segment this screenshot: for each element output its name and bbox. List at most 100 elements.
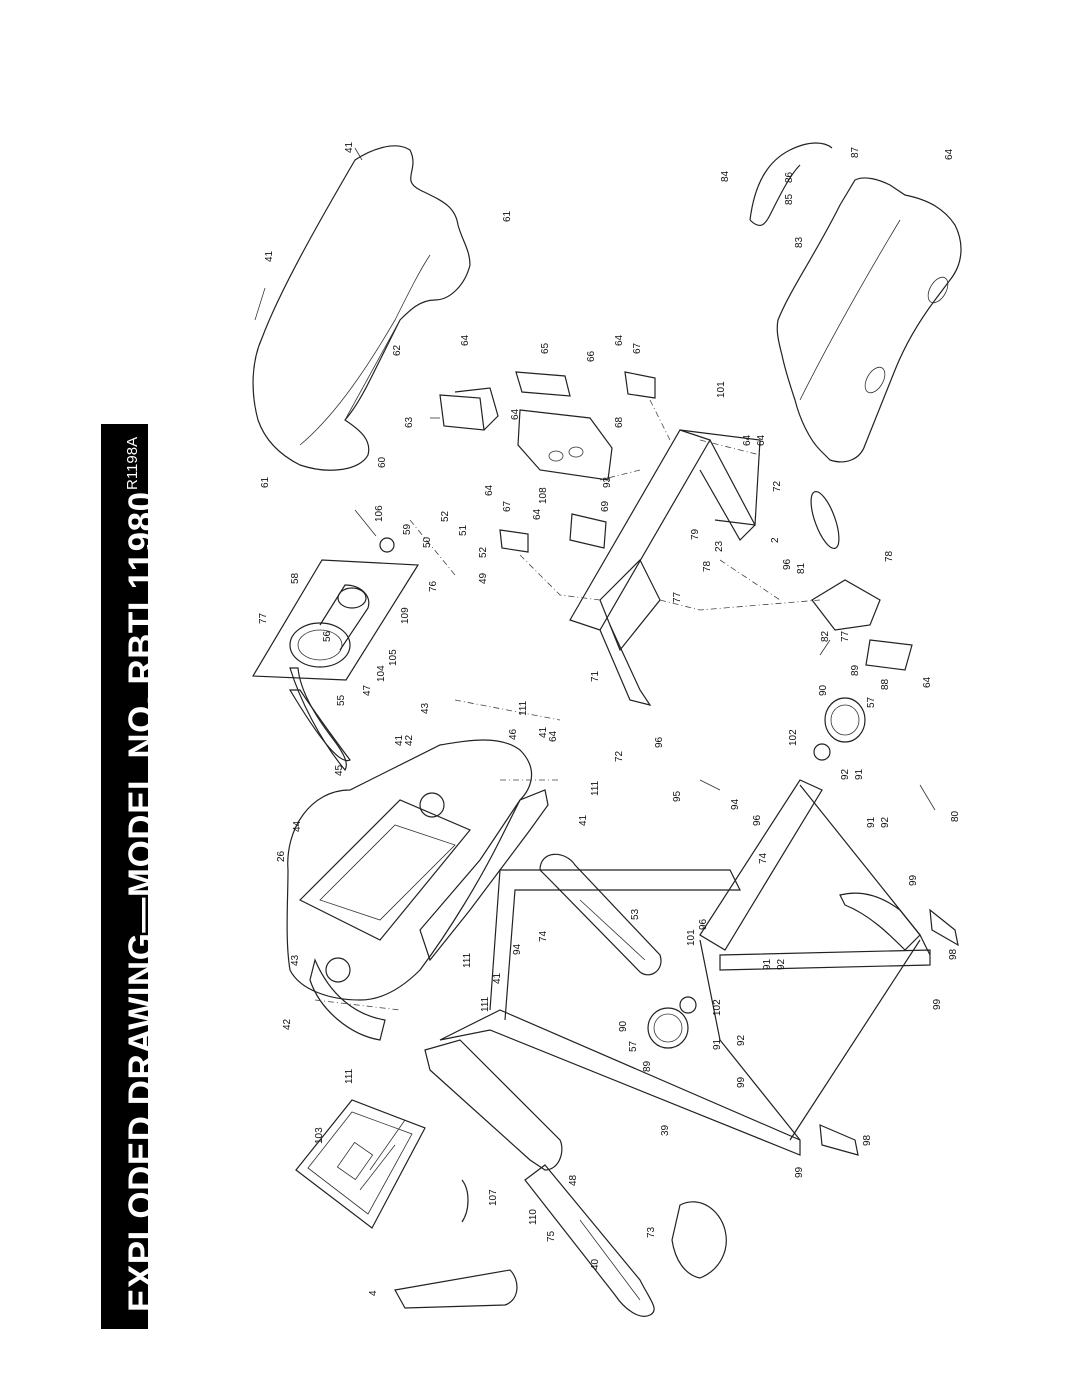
foot-rear	[929, 908, 959, 947]
front-roller-pulleys	[647, 697, 866, 1049]
part-callout: 59	[402, 523, 413, 535]
part-callout: 77	[840, 630, 851, 642]
part-callout: 101	[716, 381, 727, 398]
part-callout: 65	[540, 342, 551, 354]
part-callout: 48	[568, 1174, 579, 1186]
drive-belt	[289, 667, 347, 772]
part-callout: 94	[730, 798, 741, 810]
part-callout: 91	[712, 1038, 723, 1050]
part-callout: 90	[618, 1020, 629, 1032]
part-callout: 64	[510, 408, 521, 420]
part-callout: 41	[578, 814, 589, 826]
base-shield	[776, 177, 962, 463]
part-callout: 58	[290, 572, 301, 584]
part-callout: 64	[460, 334, 471, 346]
part-callout: 68	[614, 416, 625, 428]
part-callout: 89	[642, 1060, 653, 1072]
part-callout: 92	[776, 958, 787, 970]
part-callout: 79	[690, 528, 701, 540]
part-callout: 98	[948, 948, 959, 960]
part-callout: 41	[394, 734, 405, 746]
part-callout: 73	[646, 1226, 657, 1238]
part-callout: 63	[404, 416, 415, 428]
part-callout: 69	[600, 500, 611, 512]
part-callout: 102	[712, 999, 723, 1016]
part-callout: 95	[672, 790, 683, 802]
part-callout: 67	[502, 500, 513, 512]
part-callout: 96	[782, 558, 793, 570]
part-callout: 53	[630, 908, 641, 920]
part-callout: 55	[336, 694, 347, 706]
hood-bracket-assembly	[439, 371, 656, 553]
part-callout: 80	[950, 810, 961, 822]
part-callout: 89	[850, 664, 861, 676]
part-callout: 111	[462, 952, 473, 968]
part-callout: 103	[314, 1127, 325, 1144]
part-callout: 64	[614, 334, 625, 346]
part-callout: 39	[660, 1124, 671, 1136]
part-callout: 111	[518, 700, 529, 716]
upright-right	[539, 853, 662, 976]
part-callout: 91	[762, 958, 773, 970]
part-callout: 60	[377, 456, 388, 468]
part-callout: 43	[290, 954, 301, 966]
part-callout: 98	[862, 1134, 873, 1146]
part-callout: 78	[884, 550, 895, 562]
part-callout: 72	[614, 750, 625, 762]
part-callout: 99	[736, 1076, 747, 1088]
console-hood	[286, 739, 549, 1041]
part-callout: 41	[344, 141, 355, 153]
title-band	[101, 424, 148, 1329]
part-callout: 77	[672, 591, 683, 603]
part-callout: 64	[548, 730, 559, 742]
part-callout: 62	[392, 344, 403, 356]
part-callout: 86	[784, 171, 795, 183]
base-frame	[439, 779, 931, 1156]
part-callout: 92	[880, 816, 891, 828]
part-callout: 72	[772, 480, 783, 492]
part-callout: 52	[440, 510, 451, 522]
part-callout: 61	[502, 210, 513, 222]
part-callout: 57	[628, 1040, 639, 1052]
part-callout: 110	[528, 1209, 539, 1225]
part-callout: 107	[488, 1189, 499, 1206]
part-callout: 75	[546, 1230, 557, 1242]
part-callout: 45	[334, 764, 345, 776]
part-callout: 71	[590, 670, 601, 682]
part-callout: 101	[686, 929, 697, 946]
part-callout: 87	[850, 146, 861, 158]
part-callout: 91	[854, 768, 865, 780]
part-callout: 64	[922, 676, 933, 688]
part-callout: 88	[880, 678, 891, 690]
part-callout: 99	[794, 1166, 805, 1178]
part-callout: 74	[758, 852, 769, 864]
part-callout: 111	[590, 780, 601, 796]
part-callout: 77	[258, 612, 269, 624]
part-callouts: 41 41 61 62 61 60 63 64 65 66 64 67 64 6…	[258, 141, 961, 1296]
console-display	[295, 1099, 426, 1229]
part-callout: 78	[702, 560, 713, 572]
part-callout: 41	[264, 250, 275, 262]
part-callout: 2	[770, 537, 781, 543]
part-callout: 47	[362, 684, 373, 696]
part-callout: 111	[480, 996, 491, 1012]
part-callout: 23	[714, 540, 725, 552]
part-callout: 26	[276, 850, 287, 862]
part-callout: 64	[742, 434, 753, 446]
part-callout: 64	[484, 484, 495, 496]
part-callout: 64	[532, 508, 543, 520]
upright-left	[424, 1039, 655, 1317]
part-callout: 51	[458, 524, 469, 536]
part-callout: 91	[866, 816, 877, 828]
safety-key	[671, 1201, 727, 1279]
part-callout: 90	[818, 684, 829, 696]
part-callout: 61	[260, 476, 271, 488]
part-callout: 92	[736, 1034, 747, 1046]
part-callout: 85	[784, 193, 795, 205]
part-callout: 102	[788, 729, 799, 746]
part-callout: 96	[654, 736, 665, 748]
part-callout: 64	[756, 434, 767, 446]
part-callout: 66	[586, 350, 597, 362]
